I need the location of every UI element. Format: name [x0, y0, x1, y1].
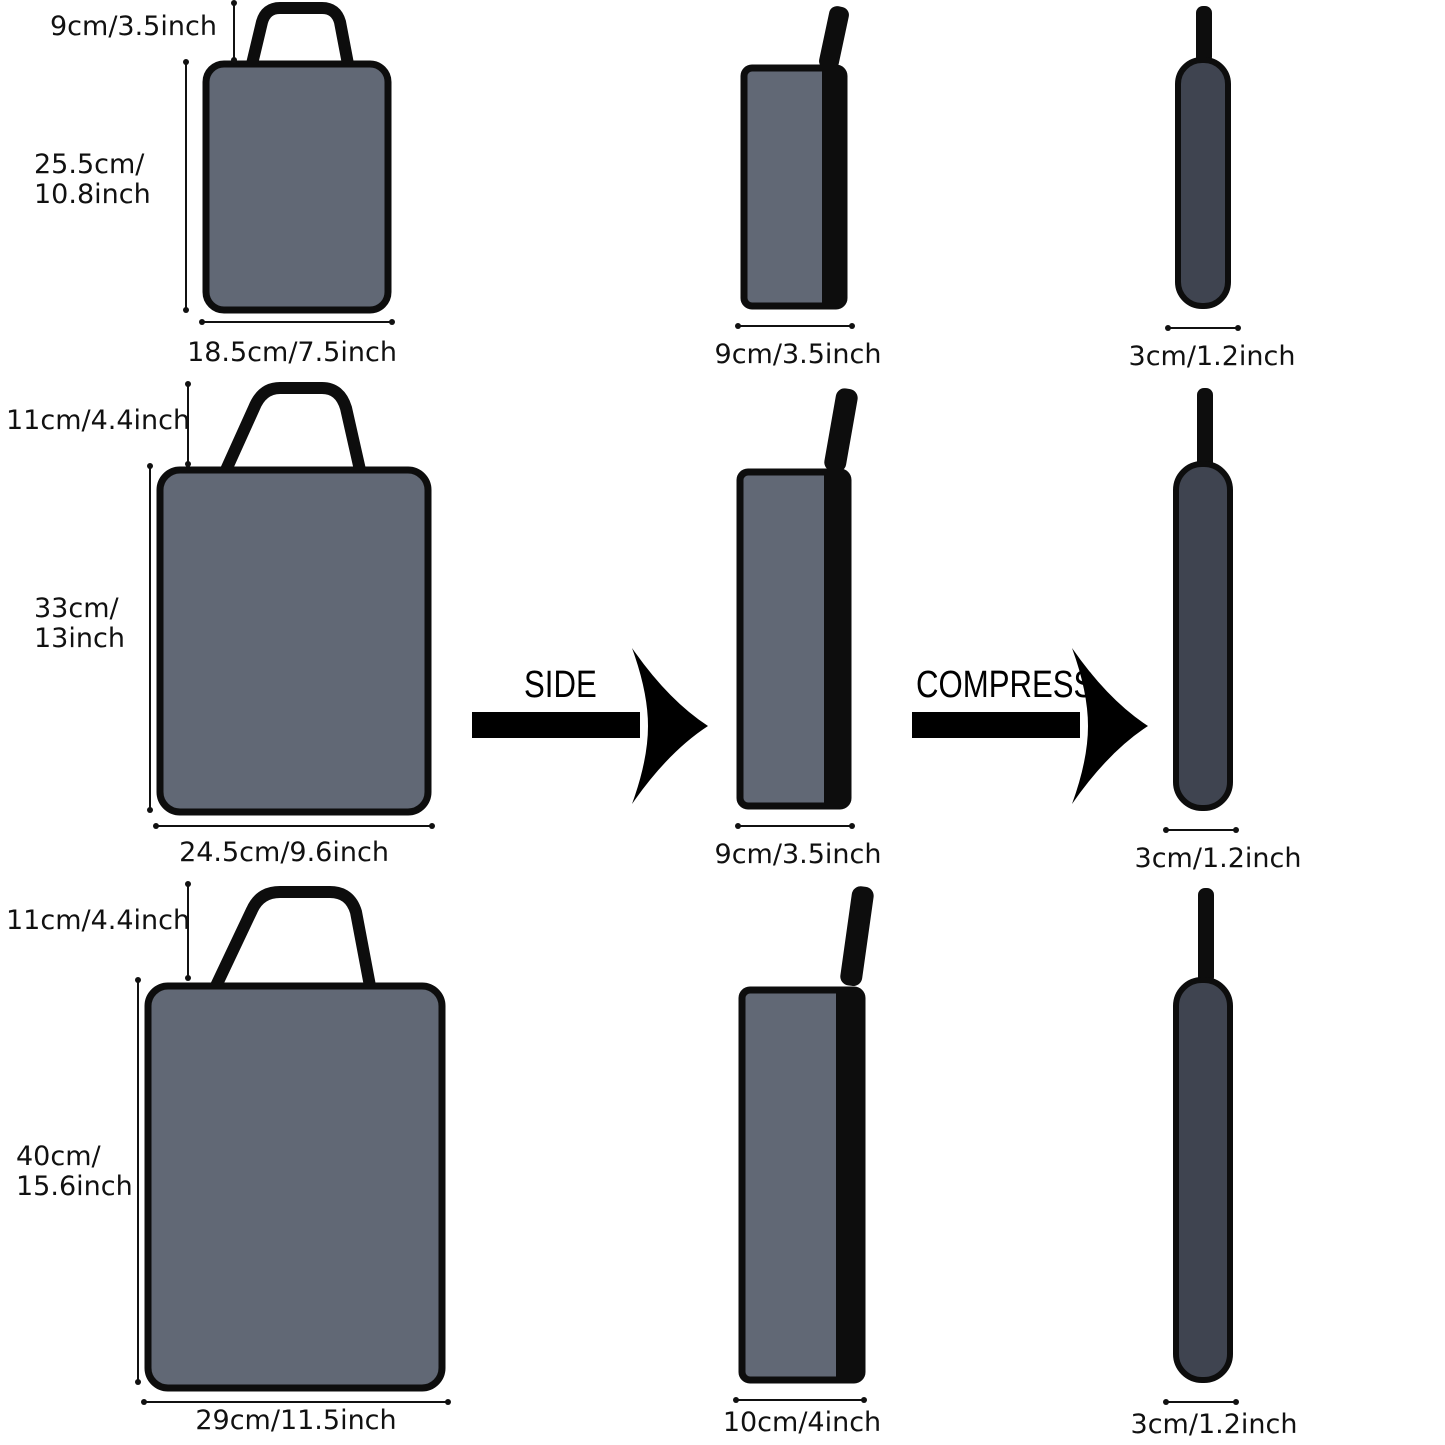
width-dimension-line	[199, 319, 395, 325]
handle-height-label: 11cm/4.4inch	[6, 405, 191, 436]
width-dimension-line	[141, 1399, 451, 1405]
small-bag-compressed	[1175, 6, 1231, 309]
compressed-depth-label: 3cm/1.2inch	[1130, 1409, 1298, 1440]
width-label: 18.5cm/7.5inch	[187, 337, 397, 368]
width-label: 24.5cm/9.6inch	[179, 837, 389, 868]
side-arrow	[472, 648, 708, 804]
bag-body	[202, 60, 392, 314]
large-bag-front	[144, 886, 446, 1392]
depth-dimension-line	[1163, 827, 1239, 833]
depth-dimension-line	[1163, 1399, 1239, 1405]
handle-height-label: 11cm/4.4inch	[6, 905, 191, 936]
bag-body	[156, 466, 432, 816]
side-arrow-label: SIDE	[524, 664, 597, 706]
height-label-line1: 40cm/	[16, 1141, 101, 1172]
height-label-line2: 15.6inch	[16, 1171, 133, 1202]
compressed-depth-label: 3cm/1.2inch	[1134, 843, 1302, 874]
height-label-line2: 13inch	[34, 623, 125, 654]
bag-handle	[246, 2, 354, 70]
width-label: 29cm/11.5inch	[195, 1405, 397, 1436]
bag-strap	[819, 6, 849, 70]
bag-body	[1173, 461, 1233, 811]
side-depth-label: 10cm/4inch	[722, 1407, 882, 1438]
bag-strap	[824, 388, 858, 473]
zipper-edge	[822, 68, 844, 306]
bag-strap	[1198, 888, 1214, 984]
depth-dimension-line	[733, 1397, 867, 1403]
zipper-edge	[836, 990, 862, 1380]
height-dimension-line	[183, 0, 237, 313]
medium-bag-compressed	[1173, 388, 1233, 811]
height-dimension-line	[147, 381, 191, 813]
medium-bag-side	[736, 388, 858, 810]
height-dimension-line	[135, 881, 191, 1385]
depth-dimension-line	[735, 823, 855, 829]
bag-handle	[210, 886, 376, 992]
compressed-depth-label: 3cm/1.2inch	[1128, 341, 1296, 372]
handle-height-label: 9cm/3.5inch	[50, 11, 217, 42]
depth-dimension-line	[1165, 325, 1241, 331]
small-bag-front	[202, 2, 392, 314]
bag-strap	[840, 886, 874, 987]
bag-strap	[1197, 388, 1213, 470]
width-dimension-line	[153, 823, 435, 829]
height-label-line1: 25.5cm/	[34, 149, 145, 180]
compress-arrow-label: COMPRESS	[916, 664, 1095, 706]
zipper-edge	[824, 472, 848, 806]
height-label-line2: 10.8inch	[34, 179, 151, 210]
bag-handle	[220, 382, 366, 476]
height-label-line1: 33cm/	[34, 593, 119, 624]
large-bag-side	[738, 886, 874, 1384]
side-depth-label: 9cm/3.5inch	[714, 839, 882, 870]
small-bag-side	[740, 6, 849, 310]
large-bag-compressed	[1173, 888, 1233, 1383]
bag-body	[1173, 977, 1233, 1383]
compress-arrow	[912, 648, 1148, 804]
bag-body	[1175, 57, 1231, 309]
side-depth-label: 9cm/3.5inch	[714, 339, 882, 370]
bag-body	[144, 982, 446, 1392]
depth-dimension-line	[735, 323, 855, 329]
bag-strap	[1196, 6, 1212, 64]
medium-bag-front	[156, 382, 432, 816]
